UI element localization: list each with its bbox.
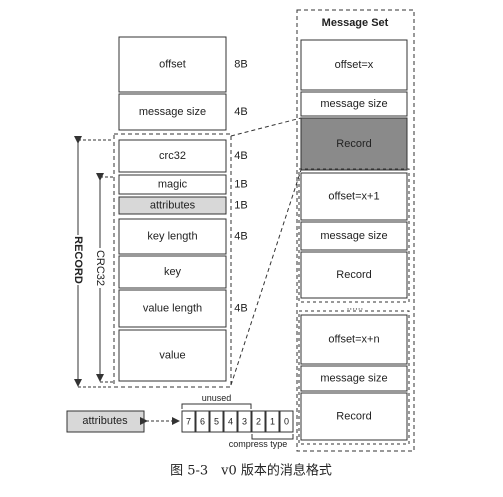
crc-label: CRC32	[94, 250, 106, 286]
record-field-label: key length	[147, 231, 197, 243]
record-field-label: attributes	[150, 200, 196, 212]
record-field-key-length	[118, 218, 227, 255]
record-field-value	[118, 329, 227, 382]
message-cell-record	[300, 392, 408, 441]
record-field-size: 1B	[234, 200, 247, 212]
message-cell-offset-x-n	[300, 314, 408, 365]
message-set-container	[296, 9, 415, 452]
message-cell-message-size	[300, 365, 408, 392]
record-label: RECORD	[72, 236, 84, 284]
bit-label: 7	[186, 417, 191, 427]
bit-box-5	[209, 410, 224, 433]
field-size: 4B	[234, 106, 247, 118]
bit-label: 2	[256, 417, 261, 427]
compress-type-label: compress type	[229, 439, 288, 449]
message-group-2	[298, 310, 410, 445]
field-size: 8B	[234, 59, 247, 71]
field-box-offset	[118, 36, 227, 93]
compress-bracket	[251, 434, 294, 440]
field-box-message-size	[118, 93, 227, 131]
bit-label: 6	[200, 417, 205, 427]
bit-label: 4	[228, 417, 233, 427]
record-field-label: value length	[143, 303, 202, 315]
bit-box-7	[181, 410, 196, 433]
message-cell-label: Record	[336, 138, 371, 150]
record-field-size: 4B	[234, 303, 247, 315]
bit-label: 0	[284, 417, 289, 427]
message-set-title: Message Set	[322, 17, 389, 29]
attributes-box-label: attributes	[82, 415, 128, 427]
message-cell-label: offset=x+n	[328, 334, 379, 346]
bit-box-3	[237, 410, 252, 433]
record-field-attributes	[118, 196, 227, 215]
bit-label: 3	[242, 417, 247, 427]
bit-box-0	[279, 410, 294, 433]
message-cell-offset-x	[300, 39, 408, 91]
record-field-label: key	[164, 266, 182, 278]
message-cell-label: Record	[336, 411, 371, 423]
record-field-label: crc32	[159, 150, 186, 162]
bit-box-2	[251, 410, 266, 433]
record-field-size: 1B	[234, 179, 247, 191]
record-field-size: 4B	[234, 150, 247, 162]
bit-box-1	[265, 410, 280, 433]
unused-bracket	[181, 403, 252, 409]
record-field-value-length	[118, 289, 227, 328]
bit-label: 5	[214, 417, 219, 427]
bit-label: 1	[270, 417, 275, 427]
figure-caption: 图 5-3 v0 版本的消息格式	[170, 463, 332, 479]
record-field-crc32	[118, 139, 227, 173]
record-container	[113, 133, 232, 388]
message-cell-label: message size	[320, 230, 387, 242]
record-field-magic	[118, 174, 227, 195]
bit-box-6	[195, 410, 210, 433]
field-label: offset	[159, 59, 186, 71]
message-cell-label: offset=x	[335, 59, 374, 71]
zoom-line-bottom	[230, 169, 302, 386]
message-cell-message-size	[300, 221, 408, 251]
crc-label-bg	[93, 248, 107, 288]
record-field-key	[118, 255, 227, 289]
message-cell-label: message size	[320, 373, 387, 385]
ellipsis: ......	[347, 302, 364, 313]
field-label: message size	[139, 106, 206, 118]
unused-label: unused	[202, 393, 232, 403]
bit-box-4	[223, 410, 238, 433]
message-cell-record	[300, 117, 408, 171]
record-field-size: 4B	[234, 231, 247, 243]
message-group-1	[298, 168, 410, 303]
message-cell-label: offset=x+1	[328, 191, 379, 203]
message-cell-message-size	[300, 91, 408, 117]
record-field-label: magic	[158, 179, 188, 191]
record-field-label: value	[159, 350, 185, 362]
record-label-bg	[71, 235, 85, 285]
zoom-line-top	[230, 117, 302, 137]
message-cell-offset-x-1	[300, 172, 408, 221]
message-cell-label: message size	[320, 98, 387, 110]
message-cell-label: Record	[336, 269, 371, 281]
message-cell-record	[300, 251, 408, 299]
